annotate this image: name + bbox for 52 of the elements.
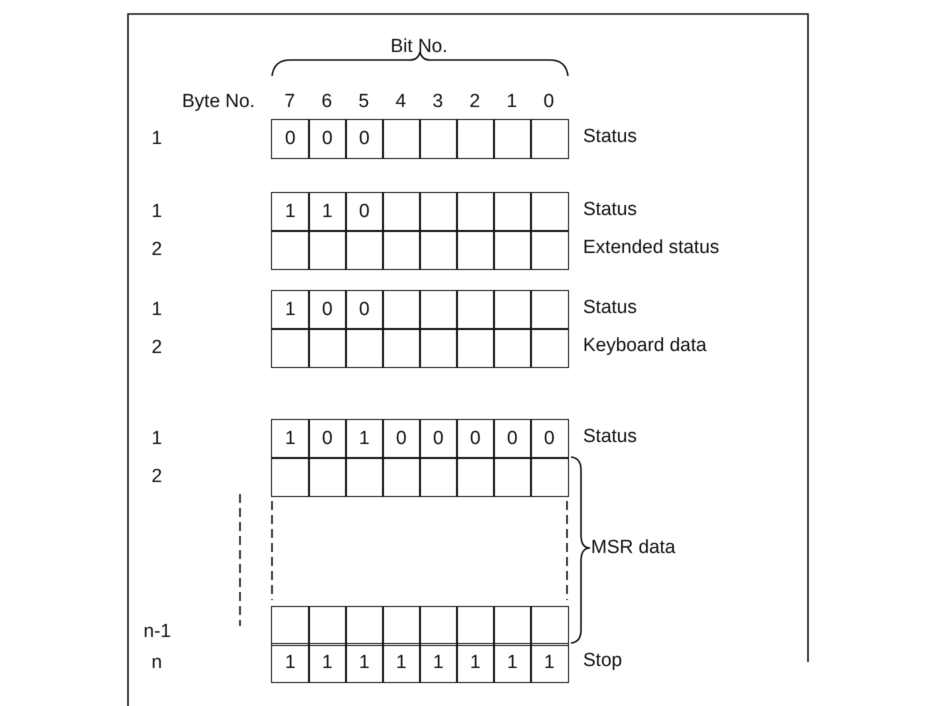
- bit-cell: 0: [345, 192, 384, 232]
- bit-cell: 1: [530, 643, 569, 683]
- bit-number: 5: [358, 91, 370, 113]
- byte-number: 1: [152, 128, 162, 150]
- bit-number-heading: Bit No.: [390, 36, 448, 58]
- bit-cell: 1: [419, 643, 458, 683]
- bit-number: 1: [506, 91, 518, 113]
- bit-cell: 0: [382, 419, 421, 459]
- field-label: MSR data: [591, 537, 676, 559]
- field-label: Status: [583, 426, 637, 448]
- field-label: Status: [583, 297, 637, 319]
- byte-number: n-1: [144, 621, 171, 643]
- byte-number-heading: Byte No.: [182, 91, 255, 113]
- bit-cell: 1: [271, 643, 310, 683]
- bit-number: 0: [544, 91, 554, 113]
- bit-cell: 1: [271, 419, 310, 459]
- bit-cell: 0: [271, 119, 310, 159]
- byte-number: 1: [152, 428, 162, 450]
- bit-cell: 0: [308, 419, 347, 459]
- bit-number: 2: [470, 91, 480, 113]
- bit-number: 3: [432, 91, 444, 113]
- bit-cell: 1: [493, 643, 532, 683]
- byte-number: 2: [152, 337, 162, 359]
- byte-number: 2: [152, 239, 162, 261]
- bit-number: 7: [284, 91, 296, 113]
- bit-cell: 0: [530, 419, 569, 459]
- bit-cell: 1: [271, 290, 310, 330]
- bit-cell: 1: [345, 643, 384, 683]
- bit-cell: 0: [419, 419, 458, 459]
- bit-number: 4: [396, 91, 406, 113]
- field-label: Status: [583, 126, 637, 148]
- bit-cell: 0: [345, 290, 384, 330]
- bit-cell: 0: [456, 419, 495, 459]
- field-label: Stop: [583, 650, 622, 672]
- bit-cell: 1: [271, 192, 310, 232]
- bit-cell: 0: [308, 119, 347, 159]
- bit-cell: 1: [345, 419, 384, 459]
- bit-cell: 1: [382, 643, 421, 683]
- field-label: Extended status: [583, 237, 720, 259]
- bit-cell: 1: [308, 643, 347, 683]
- bit-cell: 1: [308, 192, 347, 232]
- byte-number: 1: [152, 201, 162, 223]
- bit-cell: 0: [493, 419, 532, 459]
- bit-cell: 0: [308, 290, 347, 330]
- bit-cell: 1: [456, 643, 495, 683]
- field-label: Status: [583, 199, 637, 221]
- byte-number: 2: [152, 466, 162, 488]
- field-label: Keyboard data: [583, 335, 707, 357]
- bit-cell: 0: [345, 119, 384, 159]
- bit-number: 6: [322, 91, 332, 113]
- byte-number: 1: [152, 299, 162, 321]
- byte-number: n: [152, 652, 162, 674]
